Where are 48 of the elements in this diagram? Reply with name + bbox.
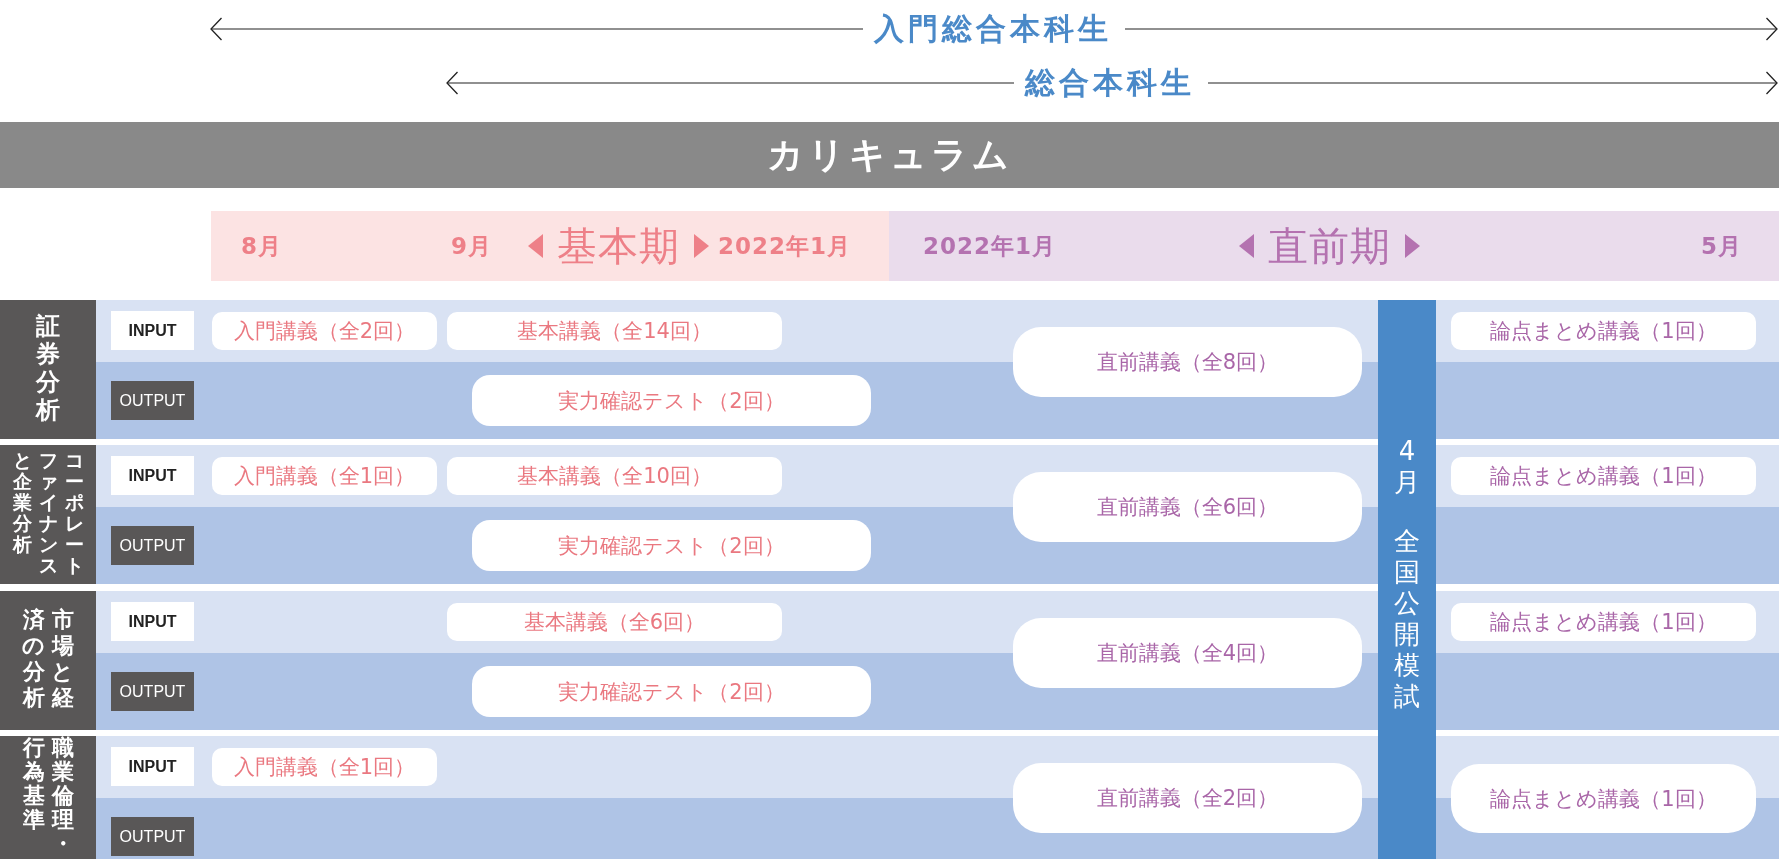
month-label: 5月 — [1701, 232, 1742, 260]
subject-name: 市場と経済の分析 — [21, 606, 75, 712]
course-pill: 入門講義（全1回） — [212, 457, 437, 495]
course-pill: 直前講義（全4回） — [1013, 618, 1362, 688]
month-label: 8月 — [241, 232, 282, 260]
exam-bar — [1378, 300, 1436, 859]
course-pill: 実力確認テスト（2回） — [472, 520, 871, 571]
period-name: 直前期 — [1268, 224, 1391, 268]
course-pill: 基本講義（全10回） — [447, 457, 782, 495]
course-pill: 直前講義（全2回） — [1013, 763, 1362, 833]
exam-name-text: 全国公開模試 — [1393, 526, 1421, 712]
range-label: 総合本科生 — [1025, 65, 1195, 101]
exam-month-text: 4月 — [1393, 436, 1421, 498]
output-tag: OUTPUT — [111, 526, 194, 565]
title-bar: カリキュラム — [0, 122, 1779, 188]
course-pill: 実力確認テスト（2回） — [472, 375, 871, 426]
input-tag: INPUT — [111, 456, 194, 495]
range-label: 入門総合本科生 — [874, 11, 1112, 47]
subject-panel — [0, 445, 96, 584]
subject-panel — [0, 736, 96, 859]
month-label: 2022年1月 — [923, 232, 1057, 260]
output-tag: OUTPUT — [111, 672, 194, 711]
course-pill: 基本講義（全14回） — [447, 312, 782, 350]
month-label: 9月 — [451, 232, 492, 260]
course-pill: 基本講義（全6回） — [447, 603, 782, 641]
input-tag: INPUT — [111, 747, 194, 786]
course-pill: 直前講義（全8回） — [1013, 327, 1362, 397]
course-pill: 論点まとめ講義（1回） — [1451, 764, 1756, 833]
subject-name: 職業倫理・行為基準 — [21, 735, 75, 858]
period-band — [211, 211, 889, 281]
course-pill: 入門講義（全2回） — [212, 312, 437, 350]
period-band — [889, 211, 1779, 281]
period-name: 基本期 — [557, 224, 680, 268]
subject-panel — [0, 300, 96, 439]
course-pill: 論点まとめ講義（1回） — [1451, 312, 1756, 350]
course-pill: 論点まとめ講義（1回） — [1451, 603, 1756, 641]
input-tag: INPUT — [111, 311, 194, 350]
month-label: 2022年1月 — [718, 232, 852, 260]
subject-name: 証券分析 — [34, 311, 61, 426]
course-pill: 入門講義（全1回） — [212, 748, 437, 786]
course-pill: 直前講義（全6回） — [1013, 472, 1362, 542]
course-pill: 実力確認テスト（2回） — [472, 666, 871, 717]
subject-panel — [0, 591, 96, 730]
subject-name: コーポレートファイナンスと企業分析 — [11, 449, 85, 578]
course-pill: 論点まとめ講義（1回） — [1451, 457, 1756, 495]
output-tag: OUTPUT — [111, 817, 194, 856]
output-tag: OUTPUT — [111, 381, 194, 420]
input-tag: INPUT — [111, 602, 194, 641]
